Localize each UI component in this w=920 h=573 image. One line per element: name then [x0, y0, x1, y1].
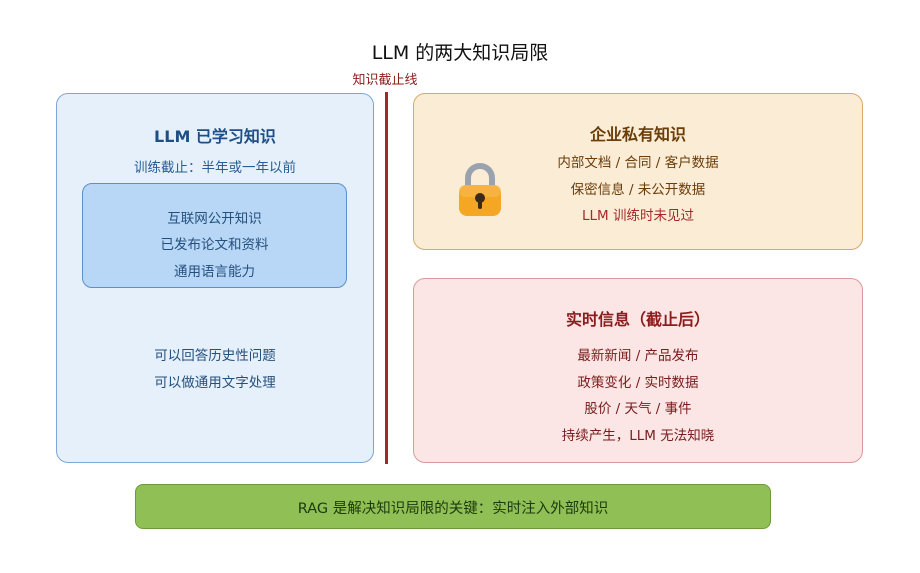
- realtime-info-panel: [413, 278, 863, 463]
- learned-knowledge-subtitle: 训练截止：半年或一年以前: [134, 160, 296, 176]
- learned-knowledge-inner-box: [82, 183, 347, 288]
- learned-inner-item: 通用语言能力: [174, 264, 255, 280]
- cutoff-line: [385, 92, 388, 464]
- learned-capability-item: 可以做通用文字处理: [154, 375, 276, 391]
- lock-icon: [459, 163, 501, 216]
- diagram-title: LLM 的两大知识局限: [371, 42, 549, 64]
- realtime-info-item: 持续产生，LLM 无法知晓: [561, 428, 715, 444]
- learned-knowledge-title: LLM 已学习知识: [154, 127, 276, 146]
- realtime-info-item: 政策变化 / 实时数据: [577, 375, 699, 391]
- realtime-info-item: 股价 / 天气 / 事件: [584, 401, 692, 417]
- learned-inner-item: 互联网公开知识: [167, 211, 262, 227]
- private-knowledge-item: LLM 训练时未见过: [582, 208, 694, 224]
- cutoff-label: 知识截止线: [352, 73, 418, 88]
- rag-banner: [135, 484, 771, 529]
- realtime-info-title: 实时信息（截止后）: [565, 310, 710, 329]
- private-knowledge-item: 保密信息 / 未公开数据: [570, 182, 706, 198]
- private-knowledge-title: 企业私有知识: [589, 125, 686, 144]
- realtime-info-item: 最新新闻 / 产品发布: [577, 348, 699, 364]
- learned-inner-item: 已发布论文和资料: [160, 237, 269, 253]
- rag-banner-text: RAG 是解决知识局限的关键：实时注入外部知识: [297, 501, 609, 517]
- learned-capability-item: 可以回答历史性问题: [154, 348, 276, 364]
- private-knowledge-item: 内部文档 / 合同 / 客户数据: [557, 155, 719, 171]
